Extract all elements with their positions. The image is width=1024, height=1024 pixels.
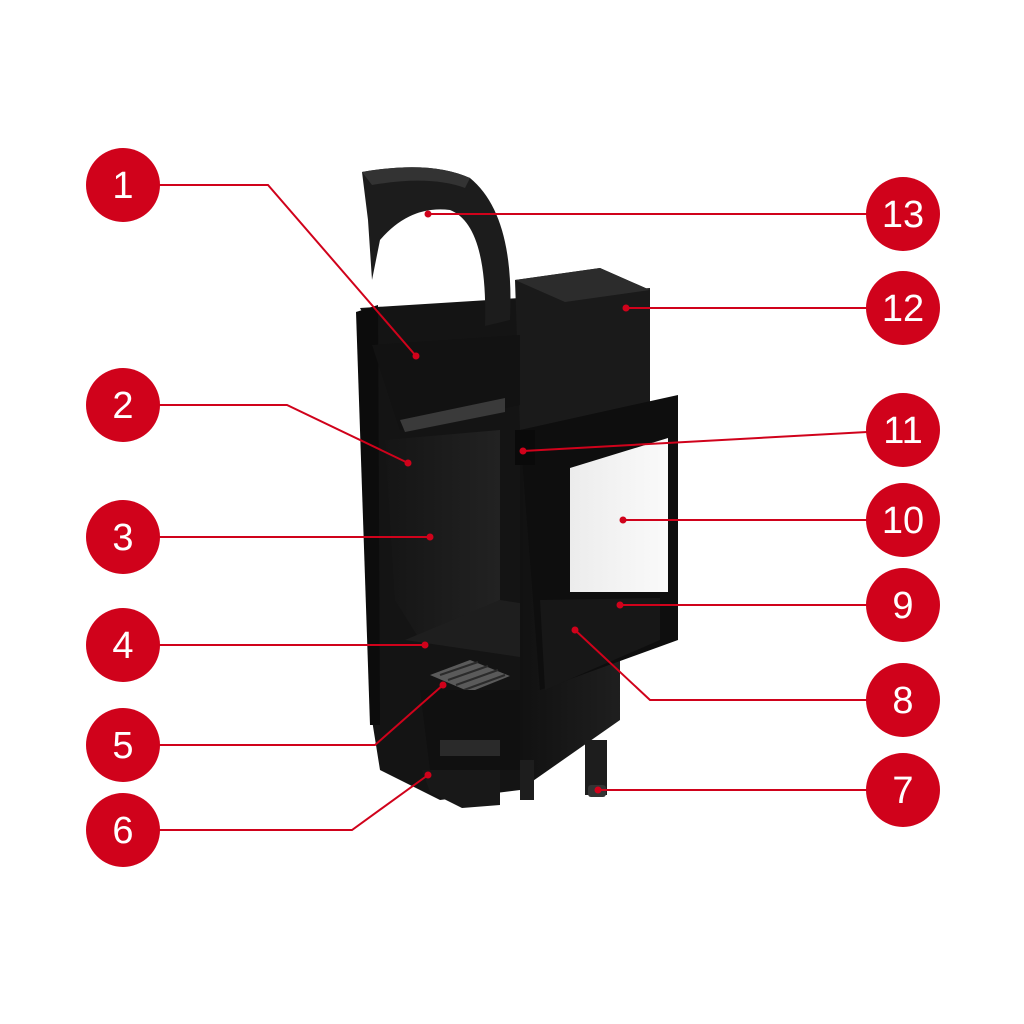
top-box: [515, 268, 650, 430]
callout-badge-12: [866, 271, 940, 345]
leader-dot-13: [424, 210, 432, 218]
callout-number-3: 3: [112, 517, 133, 559]
flue-collar: [362, 167, 511, 326]
callout-badge-6: [86, 793, 160, 867]
leader-dot-10: [619, 516, 627, 524]
ash-pan: [420, 690, 520, 770]
flue-collar-edge: [362, 167, 470, 188]
callout-badge-1: [86, 148, 160, 222]
callout-number-12: 12: [882, 288, 924, 330]
leader-dot-9: [616, 601, 624, 609]
callout-badge-2: [86, 368, 160, 442]
callout-number-8: 8: [892, 680, 913, 722]
leader-line-2: [123, 404, 409, 464]
callout-badge-13: [866, 177, 940, 251]
grate: [430, 660, 510, 692]
callout-badge-7: [866, 753, 940, 827]
callout-badge-3: [86, 500, 160, 574]
baffle-edge: [400, 398, 505, 432]
leader-line-8: [574, 629, 903, 701]
leader-line-6: [123, 774, 429, 831]
back-panel: [385, 430, 500, 640]
leader-dot-3: [426, 533, 434, 541]
leader-dot-12: [622, 304, 630, 312]
callout-badge-5: [86, 708, 160, 782]
callout-number-4: 4: [112, 625, 133, 667]
callout-badge-9: [866, 568, 940, 642]
leader-dot-6: [424, 771, 432, 779]
callout-number-2: 2: [112, 385, 133, 427]
leader-line-11: [522, 429, 904, 452]
callout-number-5: 5: [112, 725, 133, 767]
callout-badge-8: [866, 663, 940, 737]
leg: [585, 740, 607, 795]
side-frame: [356, 305, 380, 725]
callout-badge-11: [866, 393, 940, 467]
callout-number-9: 9: [892, 585, 913, 627]
callout-number-1: 1: [112, 165, 133, 207]
callout-number-6: 6: [112, 810, 133, 852]
callout-number-7: 7: [892, 770, 913, 812]
leader-dot-7: [594, 786, 602, 794]
leader-line-1: [123, 184, 417, 357]
leader-line-5: [123, 684, 444, 746]
callout-badge-10: [866, 483, 940, 557]
fireplace-insert: [356, 167, 678, 808]
glass-pane: [570, 438, 668, 592]
ash-pan-handle: [440, 740, 500, 756]
leg: [520, 760, 534, 800]
air-inlet: [422, 770, 500, 808]
leader-dot-11: [519, 447, 527, 455]
callouts: 1 2 3 4 5 6 7 8: [86, 148, 940, 867]
callout-number-13: 13: [882, 194, 924, 236]
leader-dot-1: [412, 352, 420, 360]
callout-number-10: 10: [882, 500, 924, 542]
callout-number-11: 11: [883, 410, 922, 452]
callout-badge-4: [86, 608, 160, 682]
leader-dot-5: [439, 681, 447, 689]
top-box-lid: [515, 268, 650, 302]
throat-block: [515, 430, 535, 465]
door-rail: [540, 598, 660, 690]
leader-dot-4: [421, 641, 429, 649]
grate-slots: [439, 661, 506, 691]
leader-dot-2: [404, 459, 412, 467]
leader-dot-8: [571, 626, 579, 634]
